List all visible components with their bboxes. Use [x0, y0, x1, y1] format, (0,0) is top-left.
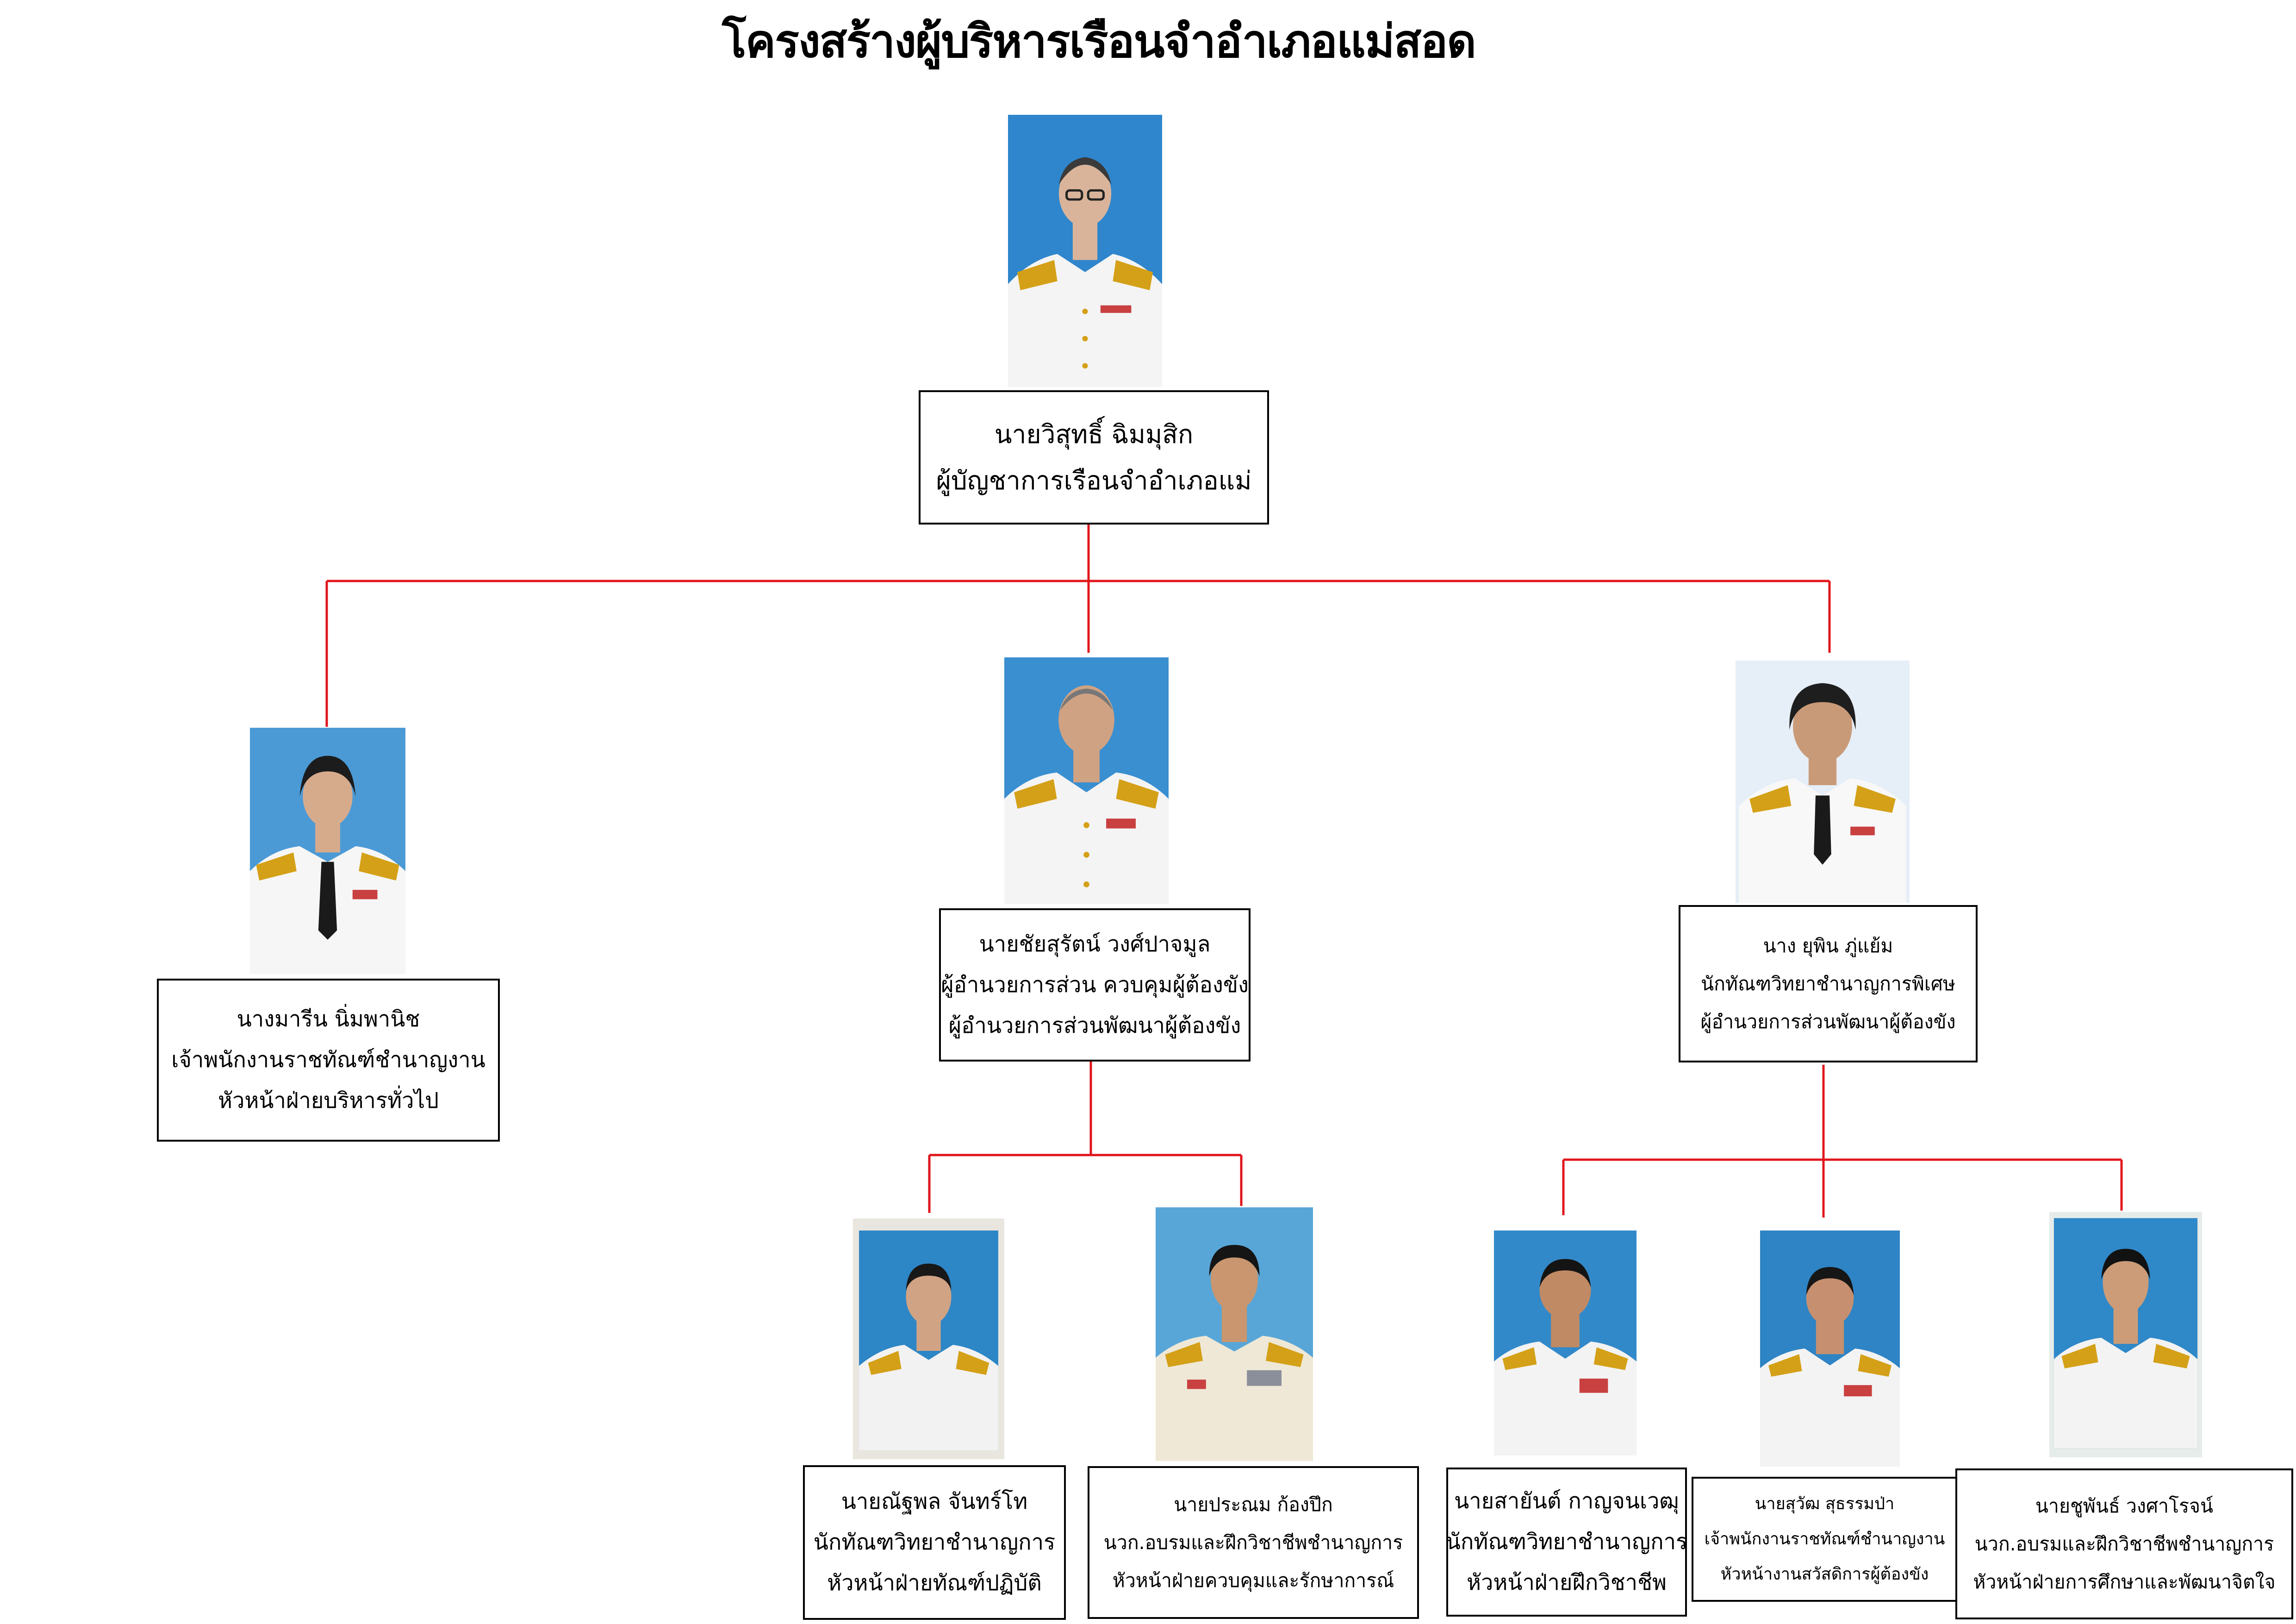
education-head-box: นายชูพันธ์ วงศาโรจน์ นวก.อบรมและฝึกวิชาช… — [1955, 1468, 2293, 1619]
vocational-head-box: นายสายันต์ กาญจนเวฒุ นักทัณฑวิทยาชำนาญกา… — [1446, 1468, 1687, 1617]
deputy-development-name: นาง ยุพิน ภู่แย้ม — [1763, 935, 1893, 957]
deputy-development-position-line-2: ผู้อำนวยการส่วนพัฒนาผู้ต้องขัง — [1700, 1011, 1956, 1033]
deputy-development-photo — [1736, 661, 1910, 903]
admin-head-photo — [250, 728, 405, 974]
admin-head-name: นางมารีน นิ่มพานิช — [236, 1006, 420, 1032]
security-head-position-line-1: นวก.อบรมและฝึกวิชาชีพชำนาญการ — [1103, 1531, 1403, 1554]
vocational-head-position-line-1: นักทัณฑวิทยาชำนาญการ — [1445, 1529, 1688, 1555]
education-head-photo — [2049, 1212, 2202, 1457]
security-head-box: นายประณม ก้องปึก นวก.อบรมและฝึกวิชาชีพชำ… — [1088, 1466, 1419, 1619]
deputy-control-position-line-2: ผู้อำนวยการส่วนพัฒนาผู้ต้องขัง — [948, 1012, 1241, 1038]
welfare-head-name: นายสุวัฒ สุธรรมป่า — [1755, 1494, 1895, 1513]
director-position-line-1: ผู้บัญชาการเรือนจำอำเภอแม่ — [936, 466, 1252, 495]
practice-head-photo — [853, 1218, 1004, 1459]
vocational-head-name: นายสายันต์ กาญจนเวฒุ — [1454, 1488, 1679, 1514]
admin-head-position-line-1: เจ้าพนักงานราชทัณฑ์ชำนาญงาน — [171, 1047, 485, 1073]
welfare-head-photo — [1760, 1230, 1900, 1467]
vocational-head-position-line-2: หัวหน้าฝ่ายฝึกวิชาชีพ — [1467, 1570, 1667, 1595]
deputy-control-box: นายชัยสุรัตน์ วงศ์ปาจมูล ผู้อำนวยการส่วน… — [939, 908, 1251, 1062]
deputy-control-name: นายชัยสุรัตน์ วงศ์ปาจมูล — [979, 931, 1211, 957]
education-head-position-line-2: หัวหน้าฝ่ายการศึกษาและพัฒนาจิตใจ — [1973, 1571, 2276, 1593]
deputy-development-box: นาง ยุพิน ภู่แย้ม นักทัณฑวิทยาชำนาญการพิ… — [1679, 905, 1978, 1062]
education-head-position-line-1: นวก.อบรมและฝึกวิชาชีพชำนาญการ — [1974, 1533, 2274, 1555]
practice-head-box: นายณัฐพล จันทร์โท นักทัณฑวิทยาชำนาญการ ห… — [803, 1465, 1066, 1620]
security-head-name: นายประณม ก้องปึก — [1174, 1493, 1333, 1516]
chart-title: โครงสร้างผู้บริหารเรือนจำอำเภอแม่สอด — [722, 15, 1476, 68]
security-head-photo — [1156, 1207, 1313, 1461]
security-head-position-line-2: หัวหน้าฝ่ายควบคุมและรักษาการณ์ — [1112, 1569, 1394, 1592]
director-photo — [1008, 115, 1162, 387]
practice-head-name: นายณัฐพล จันทร์โท — [841, 1489, 1028, 1514]
deputy-control-photo — [1004, 657, 1169, 904]
director-box: นายวิสุทธิ์ ฉิมมุสิก ผู้บัญชาการเรือนจำอ… — [919, 390, 1269, 525]
admin-head-box: นางมารีน นิ่มพานิช เจ้าพนักงานราชทัณฑ์ชำ… — [157, 979, 500, 1142]
director-name: นายวิสุทธิ์ ฉิมมุสิก — [994, 419, 1194, 449]
education-head-name: นายชูพันธ์ วงศาโรจน์ — [2035, 1495, 2214, 1517]
welfare-head-position-line-2: หัวหน้างานสวัสดิการผู้ต้องขัง — [1720, 1565, 1929, 1584]
welfare-head-box: นายสุวัฒ สุธรรมป่า เจ้าพนักงานราชทัณฑ์ชำ… — [1692, 1477, 1958, 1602]
welfare-head-position-line-1: เจ้าพนักงานราชทัณฑ์ชำนาญงาน — [1704, 1530, 1945, 1549]
admin-head-position-line-2: หัวหน้าฝ่ายบริหารทั่วไป — [218, 1088, 439, 1113]
deputy-control-position-line-1: ผู้อำนวยการส่วน ควบคุมผู้ต้องขัง — [941, 972, 1249, 998]
practice-head-position-line-2: หัวหน้าฝ่ายทัณฑ์ปฏิบัติ — [827, 1570, 1042, 1596]
vocational-head-photo — [1494, 1230, 1636, 1455]
practice-head-position-line-1: นักทัณฑวิทยาชำนาญการ — [813, 1530, 1056, 1555]
deputy-development-position-line-1: นักทัณฑวิทยาชำนาญการพิเศษ — [1701, 973, 1955, 995]
